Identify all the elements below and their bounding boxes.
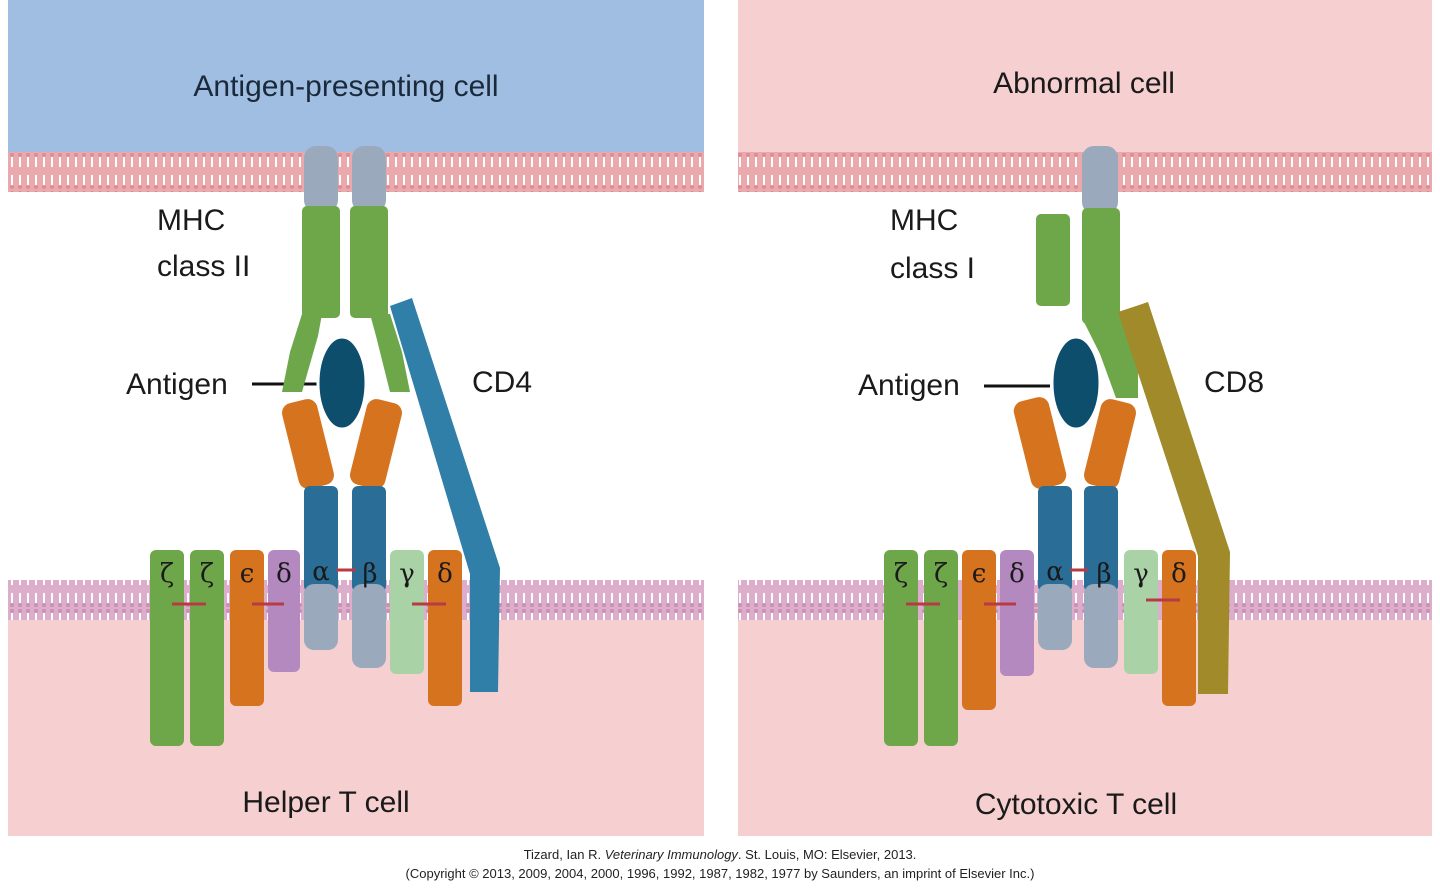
chain-label-alpha: α [312, 557, 330, 587]
chain-label-zeta-2: ζ [200, 559, 214, 589]
chain-label-delta-1: δ [1009, 559, 1025, 589]
cd4 [390, 298, 500, 692]
t-cell-receptor [1013, 397, 1136, 668]
mhc-class-ii [282, 146, 410, 392]
chain-label-epsilon: ϵ [240, 559, 255, 589]
chain-label-delta-2: δ [437, 559, 453, 589]
chain-label-epsilon: ϵ [972, 559, 987, 589]
chain-label-delta-2: δ [1171, 559, 1187, 589]
mhc-label-line1: MHC [890, 204, 958, 237]
chain-label-zeta-2: ζ [934, 559, 948, 589]
mhc-label-line2: class II [157, 250, 250, 283]
chain-label-delta-1: δ [276, 559, 292, 589]
antigen-label: Antigen [858, 369, 960, 402]
chain-label-beta: β [362, 559, 377, 589]
mhc-label-line1: MHC [157, 204, 225, 237]
chain-label-zeta-1: ζ [894, 559, 908, 589]
antigen [316, 335, 368, 431]
antigen-label: Antigen [126, 368, 228, 401]
bottom-cell-label: Cytotoxic T cell [975, 788, 1177, 821]
coreceptor-label: CD4 [472, 366, 532, 399]
top-cell-label: Antigen-presenting cell [193, 70, 498, 103]
mhc-class-i [1036, 146, 1138, 398]
citation-title: Veterinary Immunology [604, 847, 738, 862]
copyright-line: (Copyright © 2013, 2009, 2004, 2000, 199… [405, 866, 1035, 881]
abnormal-cell [738, 0, 1432, 154]
citation-line: Tizard, Ian R. Veterinary Immunology. St… [0, 847, 1440, 862]
cd8 [1118, 302, 1230, 694]
citation-author: Tizard, Ian R. [523, 847, 605, 862]
coreceptor-label: CD8 [1204, 366, 1264, 399]
top-cell-label: Abnormal cell [993, 67, 1175, 100]
cd3-complex [884, 550, 1196, 746]
mhc-label-line2: class I [890, 252, 975, 285]
t-cell-receptor [282, 399, 402, 668]
antigen-presenting-cell [8, 0, 704, 154]
antigen [1050, 335, 1102, 431]
chain-label-alpha: α [1046, 557, 1064, 587]
cd3-complex [150, 550, 462, 746]
chain-label-gamma: γ [1133, 559, 1149, 589]
chain-label-gamma: γ [399, 559, 415, 589]
left-panel: Antigen-presenting cell MHC class II Ant… [8, 0, 704, 836]
chain-label-zeta-1: ζ [160, 559, 174, 589]
chain-label-beta: β [1096, 559, 1111, 589]
right-panel: Abnormal cell MHC class I Antigen CD8 Cy… [738, 0, 1432, 836]
bottom-cell-label: Helper T cell [242, 786, 409, 819]
citation-publisher: . St. Louis, MO: Elsevier, 2013. [737, 847, 917, 862]
